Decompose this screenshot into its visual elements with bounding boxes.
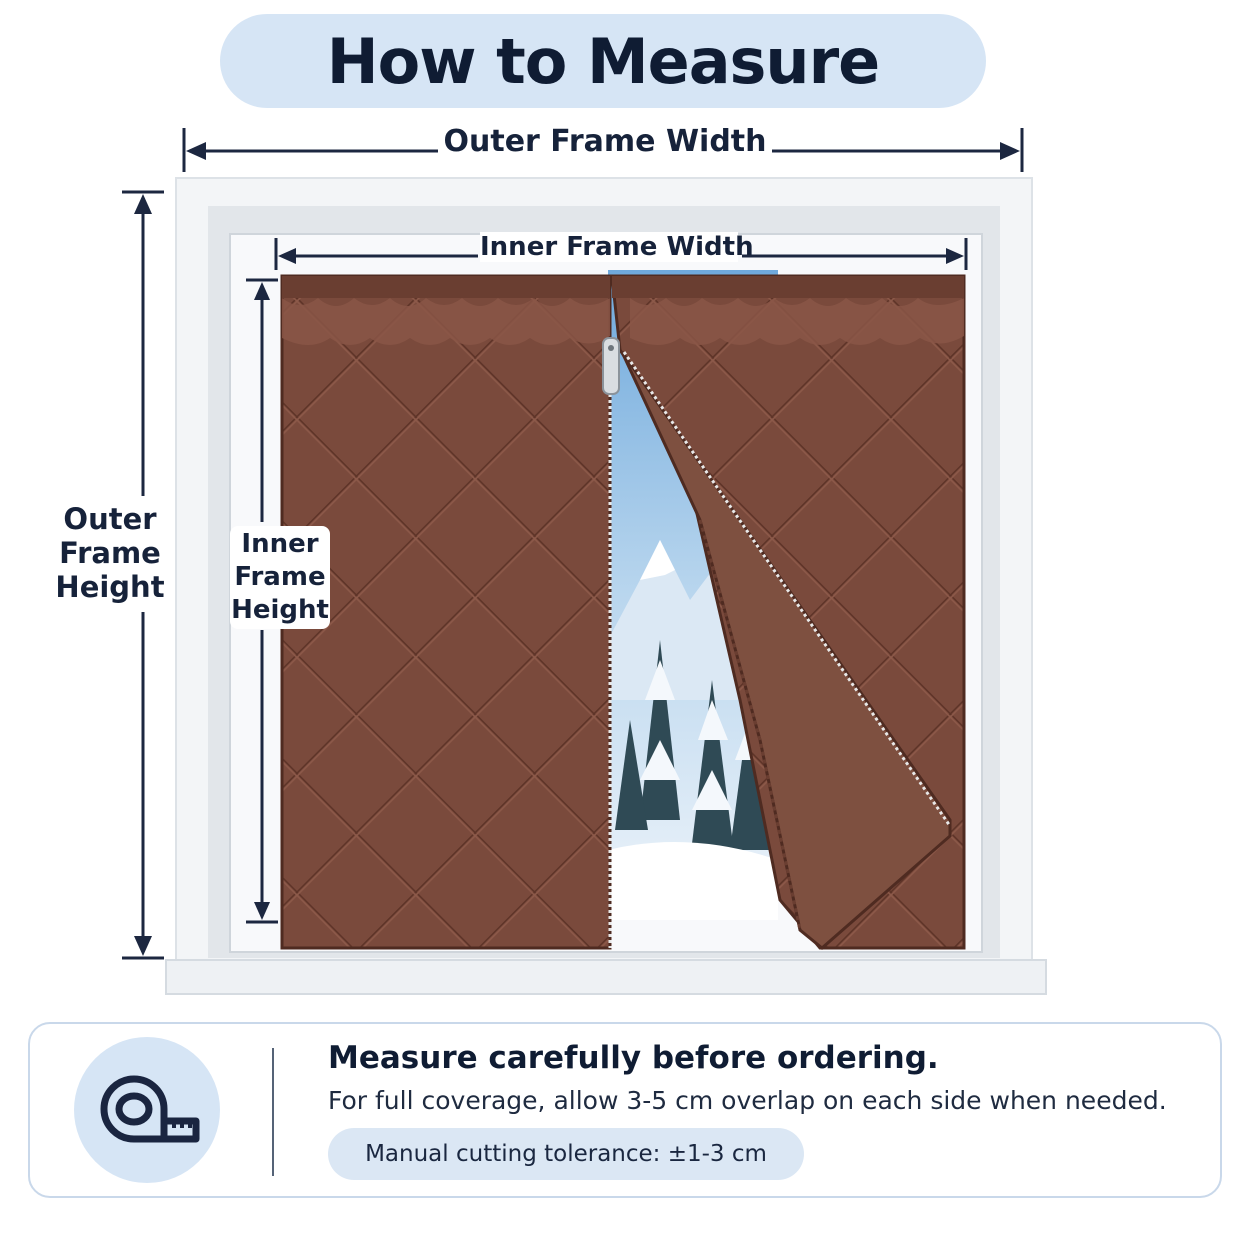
info-divider bbox=[272, 1048, 274, 1176]
inner-frame-height-label: Inner Frame Height bbox=[230, 526, 330, 629]
info-heading: Measure carefully before ordering. bbox=[328, 1040, 939, 1076]
outer-height-line-1: Outer bbox=[63, 502, 157, 536]
outer-frame-width-label: Outer Frame Width bbox=[440, 124, 770, 159]
inner-width-arrow bbox=[274, 238, 968, 270]
tape-measure-icon bbox=[100, 1075, 200, 1143]
inner-height-line-3: Height bbox=[231, 595, 329, 625]
tolerance-pill: Manual cutting tolerance: ±1-3 cm bbox=[328, 1128, 804, 1180]
inner-frame-width-label: Inner Frame Width bbox=[480, 232, 754, 262]
outer-height-line-2: Frame bbox=[59, 536, 161, 570]
outer-height-arrow bbox=[122, 190, 164, 960]
window-diagram bbox=[122, 128, 1047, 995]
outer-width-arrow bbox=[182, 128, 1024, 172]
icon-circle bbox=[74, 1037, 220, 1183]
curtain-left bbox=[280, 274, 612, 950]
window-sill bbox=[165, 959, 1047, 995]
outer-frame-height-label: Outer Frame Height bbox=[50, 500, 170, 606]
curtain-right bbox=[610, 274, 966, 950]
zipper-pull-icon bbox=[602, 337, 620, 395]
inner-height-arrow bbox=[246, 278, 278, 924]
page-title: How to Measure bbox=[326, 24, 880, 98]
outer-height-line-3: Height bbox=[55, 570, 165, 604]
info-text: For full coverage, allow 3-5 cm overlap … bbox=[328, 1086, 1167, 1115]
inner-height-line-2: Frame bbox=[234, 562, 326, 592]
title-pill: How to Measure bbox=[220, 14, 986, 108]
inner-height-line-1: Inner bbox=[241, 529, 319, 559]
